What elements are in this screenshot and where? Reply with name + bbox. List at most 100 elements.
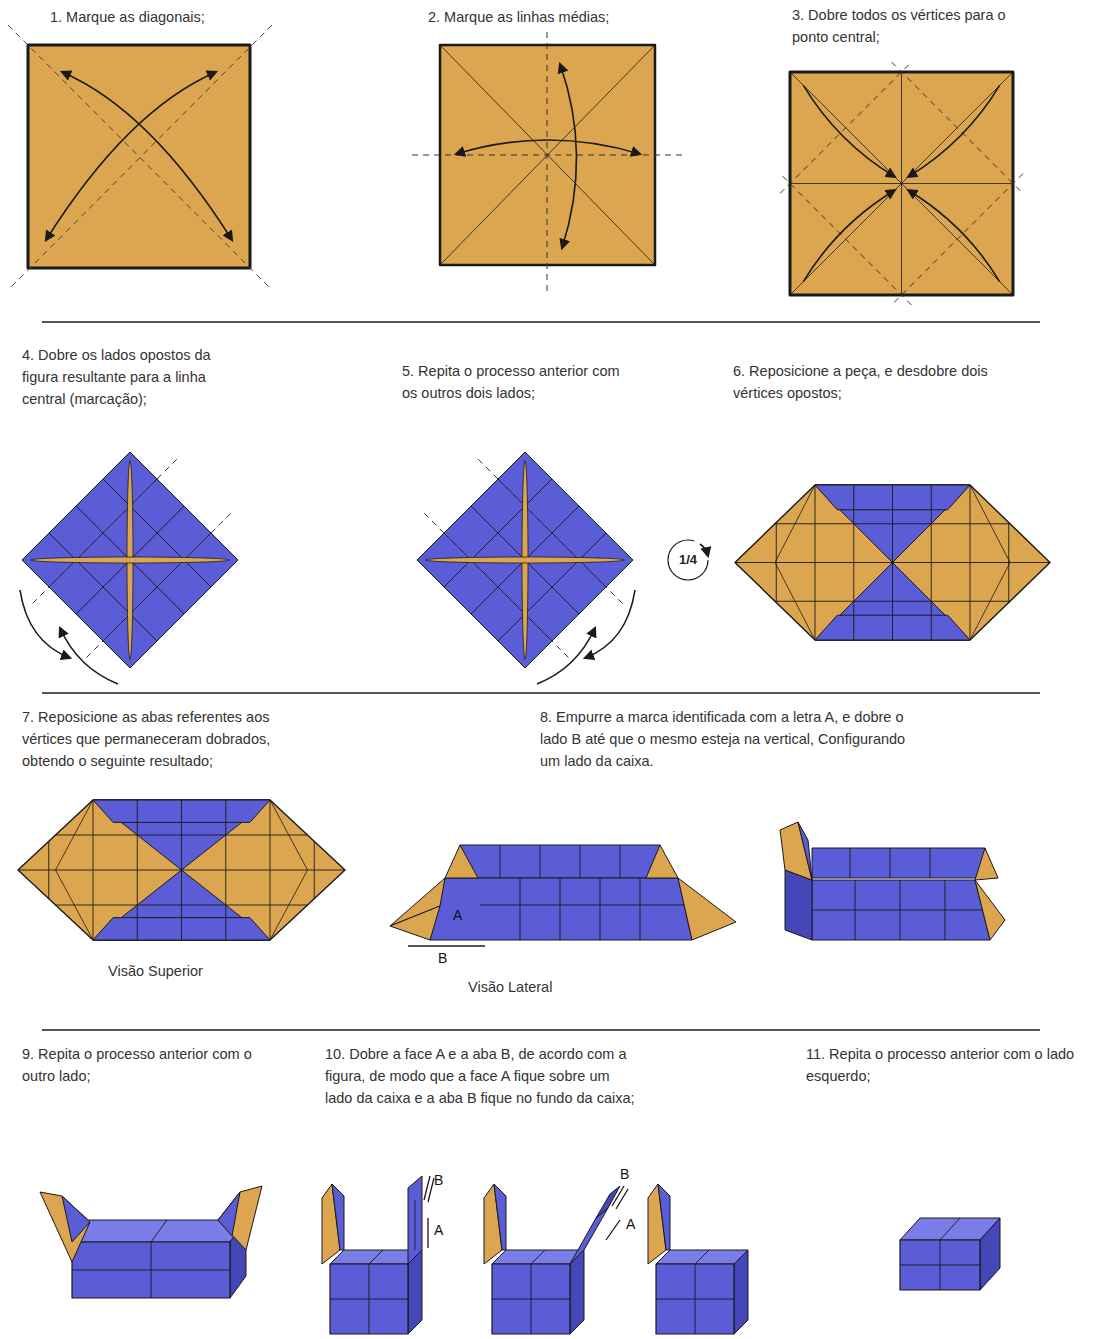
paper-face [812,848,985,878]
crease-line [775,523,1010,524]
fold-guide [892,62,1023,193]
crease-line [408,945,485,947]
crease-line [498,533,606,641]
paper-face [812,880,990,940]
crease-line [56,800,94,870]
fold-arrow [20,590,70,658]
paper-face [596,1186,620,1218]
paper-face [430,878,692,940]
crease-line [492,1299,570,1300]
paper-face [72,1220,246,1242]
rotation-symbol [668,540,708,580]
crease-line [640,878,641,940]
crease-line [790,72,1013,295]
fold-arrow [456,140,640,154]
fold-guide [8,25,272,290]
crease-line [900,880,901,940]
fold-arrow [803,85,894,176]
crease-line [970,563,1010,641]
crease-line [56,905,308,906]
crease-line [480,905,688,906]
step-instruction: 3. Dobre todos os vértices para o ponto … [792,4,1042,48]
crease-line [42,692,1040,694]
crease-line [890,848,891,878]
fold-guide [547,32,548,292]
crease-line [600,878,601,940]
crease-line [531,1250,545,1264]
paper-face [390,906,440,940]
paper-face [658,1184,670,1250]
paper-face [408,1176,422,1264]
paper-face [656,1264,734,1334]
paper-face [735,485,1050,640]
crease-line [695,1250,709,1264]
paper-face [218,1186,262,1250]
callout-letter: A [626,1216,635,1232]
step-instruction: 6. Reposicione a peça, e desdobre dois v… [733,360,1008,404]
paper-face [975,880,1005,940]
crease-line [940,1218,960,1240]
paper-face [332,1184,344,1250]
crease-line [42,321,1040,323]
crease-line [49,533,157,641]
crease-line [330,1299,408,1300]
paper-face [656,1250,748,1264]
fold-arrow [46,72,216,240]
crease-line [56,870,94,940]
paper-face [678,878,736,940]
fold-guide [424,513,572,661]
paper-face [494,1184,506,1250]
step-instruction: 10. Dobre a face A e a aba B, de acordo … [325,1043,635,1109]
crease-line [790,72,1013,295]
rotation-mark: 1/4 [671,551,705,569]
crease-line [427,1218,428,1248]
crease-line [970,485,1010,563]
fold-arrow [62,72,232,240]
fold-guide [892,174,1023,305]
paper-face [492,1250,584,1264]
callout-letter: B [438,950,447,966]
paper-face [18,800,345,940]
crease-line [775,563,815,641]
paper-face [570,1208,608,1264]
paper-face [28,45,250,268]
paper-face [492,1264,570,1334]
crease-line [428,1178,434,1202]
step-instruction: 9. Repita o processo anterior com o outr… [22,1043,252,1087]
fold-guide [83,513,231,661]
step-instruction: 8. Empurre a marca identificada com a le… [540,706,915,772]
paper-face [417,452,633,668]
step-instruction: 2. Marque as linhas médias; [428,6,668,28]
paper-face [72,1242,230,1298]
fold-arrow [908,85,999,176]
paper-face [975,848,998,880]
view-caption: Visão Lateral [468,976,552,998]
crease-line [540,845,541,878]
paper-face [330,1264,408,1334]
fold-arrow [700,544,708,556]
crease-line [775,601,1010,602]
crease-line [620,845,621,878]
fold-guide [780,174,911,305]
paper-face [62,1196,90,1242]
callout-letter: B [434,1172,443,1188]
step-instruction: 7. Reposicione as abas referentes aos vé… [22,706,312,772]
fold-arrow [60,628,118,684]
callout-letter: B [620,1166,629,1182]
callout-letter: A [453,907,462,923]
paper-face [785,870,812,940]
paper-face [790,72,1013,295]
crease-line [560,878,561,940]
crease-line [580,845,581,878]
fold-guide [780,62,911,193]
crease-line [775,485,815,563]
crease-line [850,848,851,878]
step-instruction: 1. Marque as diagonais; [50,6,280,28]
paper-face [22,452,238,668]
crease-line [606,1220,620,1240]
crease-line [270,800,308,870]
crease-line [735,562,1050,563]
callout-letter: A [434,1222,443,1238]
fold-arrow [537,628,595,684]
